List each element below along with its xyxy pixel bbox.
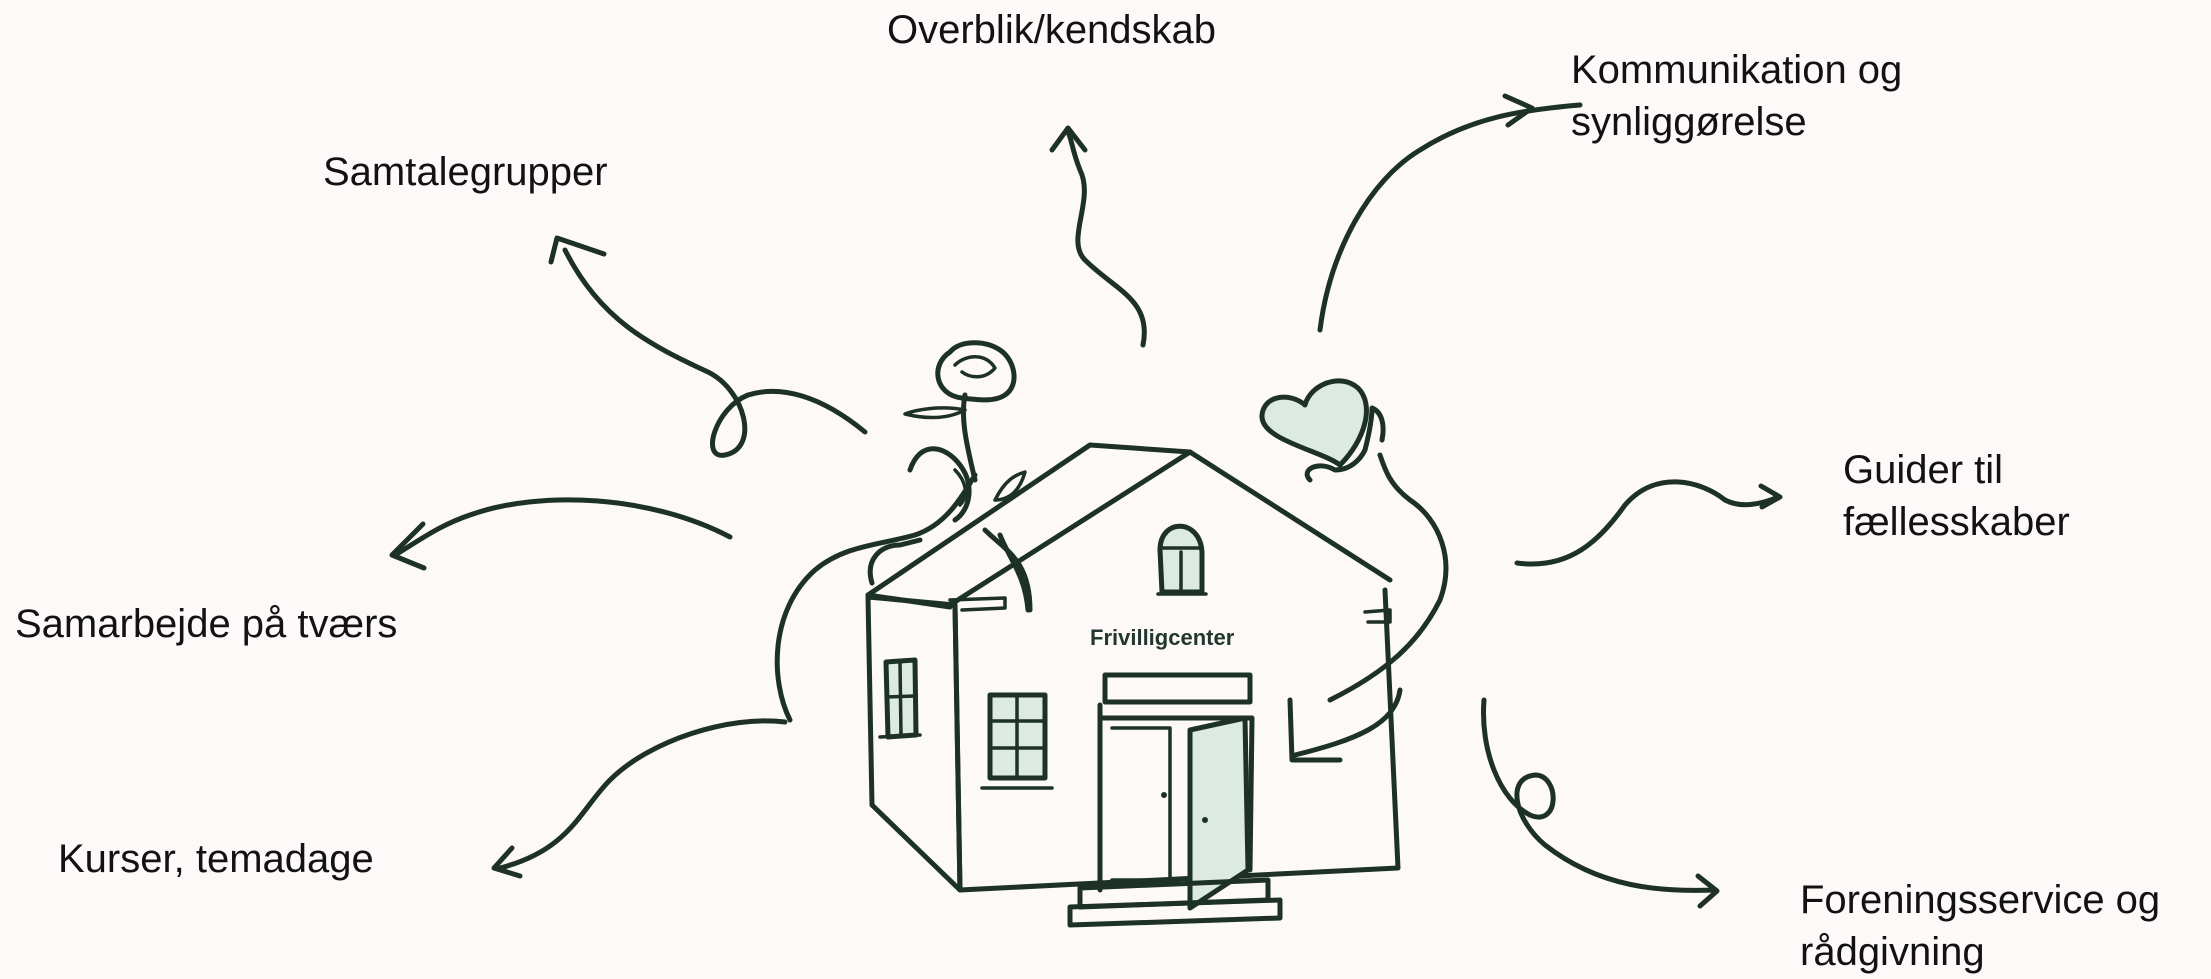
label-line: Samtalegrupper: [323, 146, 608, 198]
label-samarbejde: Samarbejde på tværs: [15, 598, 397, 650]
arrow-kurser: [500, 721, 785, 868]
arrow-foreningsservice: [1483, 700, 1715, 890]
label-line: synliggørelse: [1571, 96, 1902, 148]
label-overblik: Overblik/kendskab: [887, 4, 1216, 56]
arrowhead-samtalegrupper: [551, 238, 604, 262]
arrow-overblik: [1068, 132, 1144, 345]
arrowhead-guider: [1761, 486, 1780, 507]
hand-icon: [1295, 408, 1446, 755]
label-samtalegrupper: Samtalegrupper: [323, 146, 608, 198]
label-line: Guider til: [1843, 444, 2070, 496]
label-kommunikation: Kommunikation og synliggørelse: [1571, 44, 1902, 148]
heart-icon: [1262, 381, 1366, 465]
label-foreningsservice: Foreningsservice og rådgivning: [1800, 874, 2160, 978]
label-line: Kurser, temadage: [58, 833, 374, 885]
arrow-kommunikation: [1320, 105, 1580, 330]
arrow-samarbejde: [395, 500, 730, 555]
center-label: Frivilligcenter: [1090, 625, 1235, 650]
label-line: Kommunikation og: [1571, 44, 1902, 96]
label-line: Samarbejde på tværs: [15, 598, 397, 650]
arrow-samtalegrupper: [565, 250, 865, 455]
label-guider: Guider til fællesskaber: [1843, 444, 2070, 548]
label-line: Foreningsservice og: [1800, 874, 2160, 926]
label-kurser: Kurser, temadage: [58, 833, 374, 885]
hand-icon: [777, 449, 975, 720]
label-line: rådgivning: [1800, 926, 2160, 978]
label-line: fællesskaber: [1843, 496, 2070, 548]
arrow-guider: [1517, 482, 1778, 564]
label-line: Overblik/kendskab: [887, 4, 1216, 56]
